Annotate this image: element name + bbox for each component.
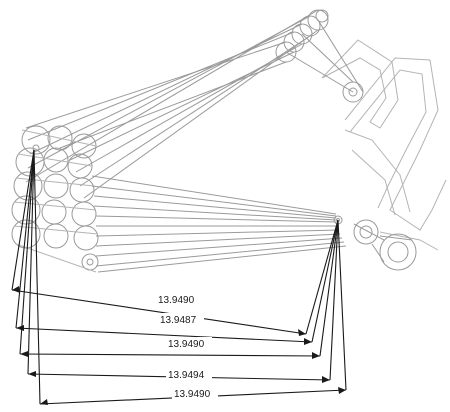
joint-circle: [41, 199, 67, 225]
dimension-leader: [19, 353, 321, 357]
frame-outline: [321, 39, 447, 251]
arrow-head: [20, 351, 28, 357]
upper-links: [25, 9, 364, 199]
joint-circle: [43, 173, 69, 199]
extension-line: [319, 219, 339, 357]
lower-link: [93, 195, 337, 219]
extension-line: [15, 149, 35, 329]
lower-link: [91, 175, 337, 215]
arrow-head: [16, 325, 24, 331]
extension-line: [337, 219, 347, 391]
main-wheel-outer: [379, 233, 417, 271]
frame-lower-strut-inner: [351, 149, 396, 216]
joint-circle: [13, 171, 43, 201]
frame-inner-edge: [349, 69, 427, 209]
extension-line: [305, 219, 339, 335]
extension-line: [27, 149, 35, 375]
extension-line: [33, 149, 41, 405]
dimension-label-4: 13.9494: [168, 370, 205, 381]
dimension-label-1: 13.9490: [158, 295, 195, 306]
rocker-link: [301, 33, 354, 83]
joint-circle: [71, 201, 97, 227]
crank-pivot-inner: [359, 225, 373, 239]
dimension-label-2: 13.9487: [160, 315, 197, 326]
dimension-labels: 13.9490 13.9487 13.9490 13.9494 13.9490: [156, 293, 218, 400]
rocker-link: [285, 51, 354, 93]
upper-link: [79, 35, 311, 187]
arrow-head: [338, 387, 346, 394]
joint-circle: [69, 177, 95, 203]
joint-circle: [43, 147, 69, 173]
joint-circle: [21, 125, 51, 155]
main-wheel-inner: [387, 241, 409, 263]
crank-arm: [371, 243, 385, 263]
joint-circle: [43, 223, 69, 249]
cluster-link: [15, 177, 95, 187]
dimension-lines: [11, 149, 347, 405]
arrow-head: [12, 286, 20, 293]
arrow-head: [298, 329, 306, 336]
joint-circle-inner: [86, 258, 94, 266]
lower-pivots: [333, 215, 417, 271]
frame-lower-strut: [344, 129, 411, 213]
lower-links: [91, 175, 347, 273]
joint-circle: [47, 125, 73, 151]
lower-link: [93, 205, 337, 221]
joint-circle-inner: [32, 144, 40, 152]
extension-line: [11, 149, 35, 291]
arrow-head: [40, 399, 48, 405]
arrow-head: [304, 338, 312, 345]
arrow-head: [28, 371, 36, 377]
arrow-head: [312, 352, 320, 359]
upper-link: [27, 15, 311, 169]
lower-link: [97, 245, 347, 273]
joint-circle: [73, 225, 99, 251]
dimension-leader: [11, 289, 307, 335]
lower-link: [95, 215, 337, 223]
cluster-link: [13, 201, 97, 211]
dimension-leader: [15, 327, 313, 343]
upper-link: [25, 9, 319, 183]
rocker-pivot-inner: [348, 87, 358, 97]
lower-link: [95, 229, 339, 237]
upper-link: [83, 29, 319, 199]
frame-outer-edge: [344, 57, 447, 231]
frame-upper-plate: [321, 39, 399, 129]
arrow-head: [322, 376, 330, 383]
lower-link: [91, 185, 337, 217]
crank-arm: [379, 235, 413, 241]
crank-pivot-outer: [353, 219, 379, 245]
lower-link: [95, 241, 345, 267]
upper-link: [59, 61, 287, 149]
extension-line: [311, 219, 339, 343]
cluster-link: [13, 225, 99, 235]
rocker-link: [317, 19, 364, 93]
upper-link: [25, 41, 287, 129]
cluster-link: [21, 129, 97, 147]
dimension-label-3: 13.9490: [168, 339, 205, 350]
cluster-link: [17, 153, 93, 167]
lower-link: [95, 237, 343, 257]
cluster-link: [15, 243, 97, 273]
lower-link: [95, 233, 341, 247]
extension-line: [329, 219, 339, 381]
dimension-label-5: 13.9490: [174, 389, 211, 400]
upper-pivot-inner: [315, 9, 329, 23]
crank-arm: [353, 223, 385, 241]
extension-line: [19, 149, 35, 355]
